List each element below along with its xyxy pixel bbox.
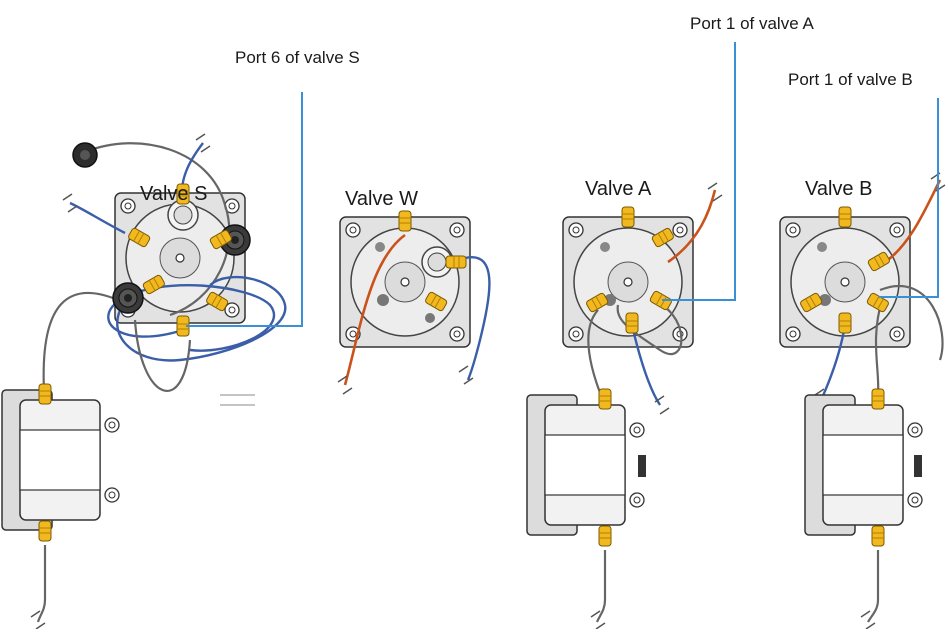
detector-b (805, 395, 922, 535)
callout-port1-valve-b: Port 1 of valve B (788, 70, 913, 90)
valve-a-assembly: Valve A (527, 178, 722, 629)
fitting (872, 389, 884, 409)
valve-w-label: Valve W (345, 188, 418, 210)
fitting (839, 207, 851, 227)
valve-s-label: Valve S (140, 183, 207, 205)
fitting (599, 526, 611, 546)
black-knob-left (113, 283, 143, 313)
callout-port6-valve-s: Port 6 of valve S (235, 48, 360, 68)
fitting (872, 526, 884, 546)
valve-b-label: Valve B (805, 178, 872, 200)
gray-tube-out (38, 545, 45, 622)
gray-tube-detector (44, 293, 118, 390)
fitting (622, 207, 634, 227)
fitting (599, 389, 611, 409)
plug-icon (73, 143, 97, 167)
fitting (626, 313, 638, 333)
valve-b-assembly: Valve B (780, 173, 945, 629)
valve-w-assembly: Valve W (338, 188, 489, 394)
gray-tube-out (597, 550, 605, 622)
valve-a-label: Valve A (585, 178, 652, 200)
callout-port1-valve-a: Port 1 of valve A (690, 14, 814, 34)
detector-s (2, 390, 119, 530)
fitting (839, 313, 851, 333)
valve-s-assembly: Valve S (2, 134, 285, 629)
detector-a (527, 395, 644, 535)
fitting (399, 211, 411, 231)
fitting (39, 384, 51, 404)
fitting (446, 256, 466, 268)
fitting (39, 521, 51, 541)
